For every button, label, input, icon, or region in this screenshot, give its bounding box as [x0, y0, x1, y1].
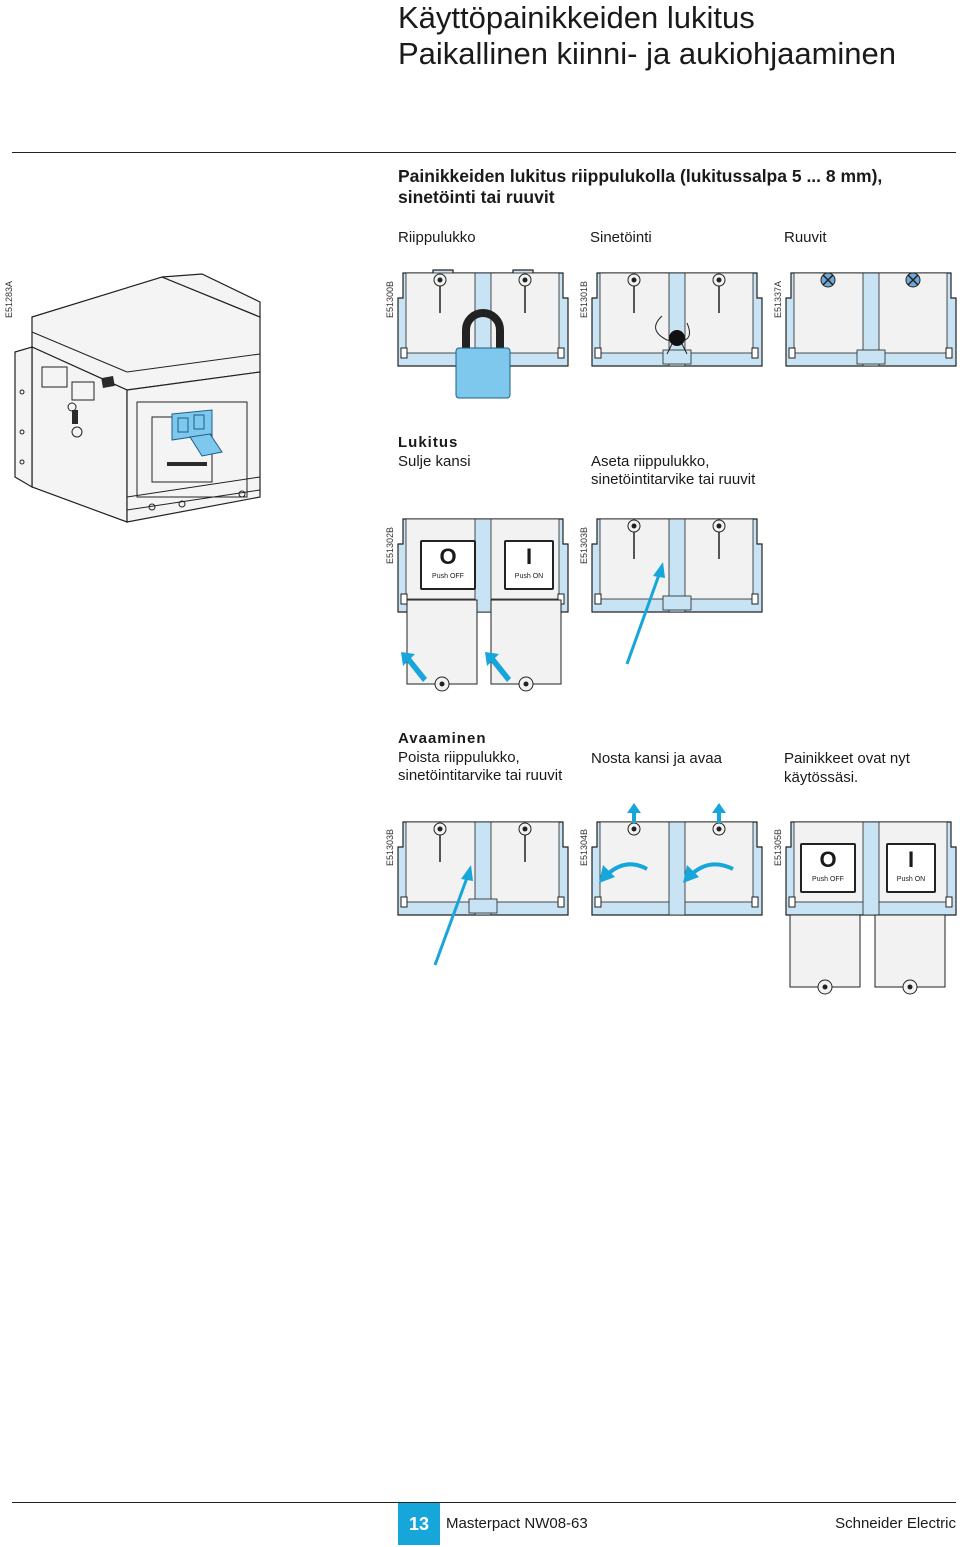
- open-step1-illustration: [397, 821, 569, 966]
- locking-step2-line2: sinetöintitarvike tai ruuvit: [591, 471, 756, 488]
- page-number-badge: 13: [398, 1503, 440, 1545]
- opening-step1-line2: sinetöintitarvike tai ruuvit: [398, 767, 563, 784]
- push-on-button[interactable]: I Push ON: [504, 540, 554, 590]
- opening-step2-text: Nosta kansi ja avaa: [591, 750, 722, 767]
- page-title: Käyttöpainikkeiden lukitus: [398, 0, 755, 35]
- sealing-panel-illustration: [591, 272, 763, 367]
- push-on-button-available[interactable]: I Push ON: [886, 843, 936, 893]
- footer-divider: [12, 1502, 956, 1503]
- off-label: Push OFF: [432, 573, 464, 580]
- off-symbol: O: [819, 847, 837, 872]
- opening-step3-line1: Painikkeet ovat nyt: [784, 750, 910, 767]
- on-label: Push ON: [514, 573, 544, 580]
- off-symbol: O: [439, 544, 457, 569]
- option-screws-label: Ruuvit: [784, 229, 827, 246]
- opening-step1-line1: Poista riippulukko,: [398, 749, 520, 766]
- on-symbol: I: [525, 544, 533, 569]
- on-symbol: I: [907, 847, 915, 872]
- open-step2-illustration: [591, 803, 763, 916]
- circuit-breaker-illustration: [14, 273, 261, 523]
- off-label: Push OFF: [812, 876, 844, 883]
- locking-title: Lukitus: [398, 434, 459, 451]
- section-heading-line1: Painikkeiden lukitus riippulukolla (luki…: [398, 166, 883, 186]
- footer-product: Masterpact NW08-63: [446, 1515, 588, 1532]
- screws-panel-illustration: [785, 272, 957, 367]
- opening-title: Avaaminen: [398, 730, 487, 747]
- locking-step1-text: Sulje kansi: [398, 453, 471, 470]
- on-label: Push ON: [896, 876, 926, 883]
- push-off-button[interactable]: O Push OFF: [420, 540, 476, 590]
- lock-step2-illustration: [591, 518, 763, 665]
- page-subtitle: Paikallinen kiinni- ja aukiohjaaminen: [398, 36, 897, 71]
- header-divider: [12, 152, 956, 153]
- locking-step2-line1: Aseta riippulukko,: [591, 453, 710, 470]
- section-heading-line2: sinetöinti tai ruuvit: [398, 187, 555, 207]
- padlock-panel-illustration: [397, 269, 569, 399]
- option-padlock-label: Riippulukko: [398, 229, 476, 246]
- footer-brand: Schneider Electric: [835, 1515, 956, 1532]
- push-off-button-available[interactable]: O Push OFF: [800, 843, 856, 893]
- opening-step3-line2: käytössäsi.: [784, 769, 859, 786]
- option-sealing-label: Sinetöinti: [590, 229, 652, 246]
